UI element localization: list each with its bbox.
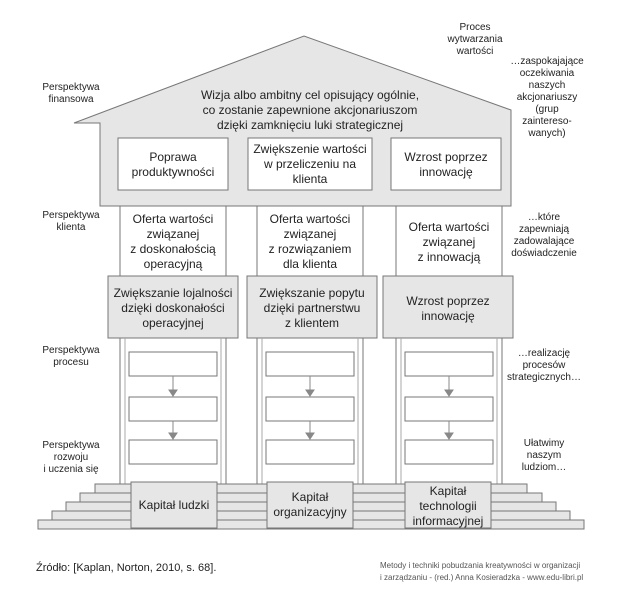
arrow-down-icon	[305, 389, 315, 397]
process-box	[265, 351, 355, 377]
capital-box-organizational	[266, 481, 354, 529]
roof-box-3	[390, 137, 502, 191]
column-flutes	[124, 338, 498, 484]
process-box	[265, 439, 355, 465]
arrow-down-icon	[168, 389, 178, 397]
vision-text: Wizja albo ambitny cel opisujący ogólnie…	[200, 88, 420, 132]
column-capital-3	[382, 275, 514, 339]
process-arrows	[168, 376, 454, 440]
column-capital-2	[246, 275, 378, 339]
source-citation: Źródło: [Kaplan, Norton, 2010, s. 68].	[36, 562, 217, 574]
arrow-down-icon	[305, 432, 315, 440]
footer-publication: Metody i techniki pobudzania kreatywnośc…	[380, 561, 584, 582]
process-box	[404, 351, 494, 377]
process-box	[404, 396, 494, 422]
capital-boxes	[130, 481, 492, 529]
capital-human-label: Kapitał ludzki	[138, 498, 210, 512]
roof-box-2	[247, 137, 373, 191]
capital-box-human	[130, 481, 218, 529]
arrow-down-icon	[444, 389, 454, 397]
column-capital-1	[107, 275, 239, 339]
process-boxes	[128, 351, 494, 465]
process-box	[128, 439, 218, 465]
process-box	[128, 396, 218, 422]
arrow-down-icon	[444, 432, 454, 440]
column-shaft-3	[395, 205, 503, 277]
capital-box-information	[404, 481, 492, 529]
process-box	[404, 439, 494, 465]
column-shaft-2	[256, 205, 364, 277]
arrow-down-icon	[168, 432, 178, 440]
process-box	[128, 351, 218, 377]
roof-box-1	[117, 137, 229, 191]
process-box	[265, 396, 355, 422]
column-shaft-1	[119, 205, 227, 277]
